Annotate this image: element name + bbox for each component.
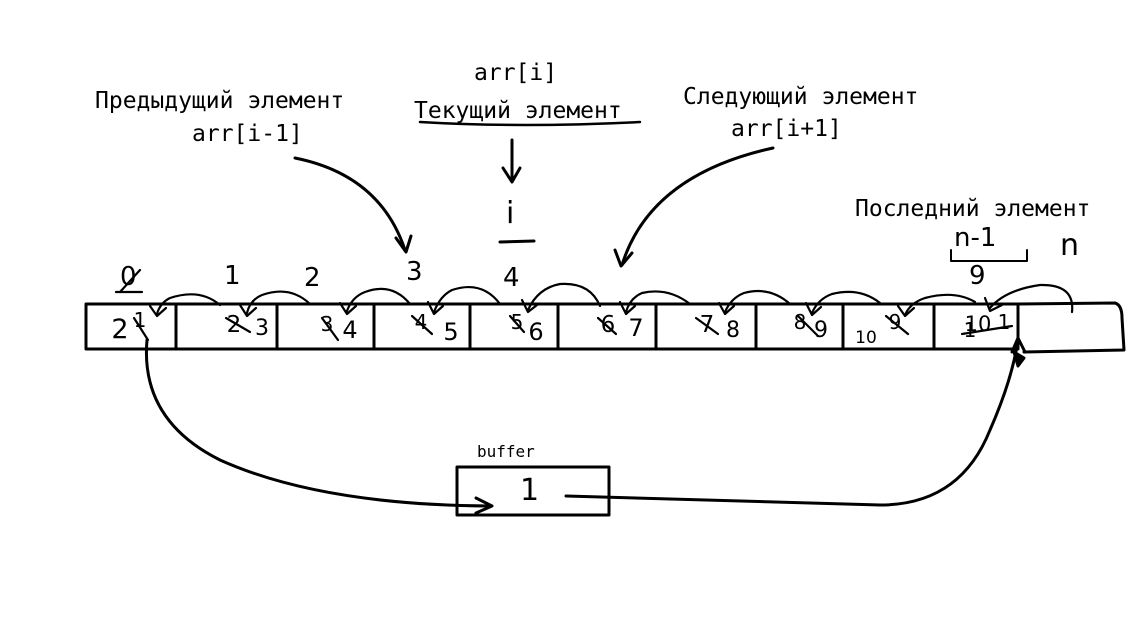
cell-old-value: 9 <box>888 310 902 334</box>
cell-new-value: 1 <box>963 318 977 342</box>
cell-new-value: 6 <box>528 318 544 346</box>
array-index: 1 <box>224 261 241 291</box>
array-index: 2 <box>304 263 321 293</box>
cell-new-value: 4 <box>342 316 358 344</box>
array-index: 0 <box>120 262 137 292</box>
cell-old-value: 1 <box>997 310 1011 334</box>
current-element-expr: arr[i] <box>474 60 558 86</box>
cell-new-value: 5 <box>443 318 459 346</box>
next-element-expr: arr[i+1] <box>731 116 842 142</box>
cell-old-value: 10 <box>964 312 992 336</box>
current-index-label: i <box>506 196 515 231</box>
from-buffer-arrow <box>564 338 1020 507</box>
cell-old-value: 5 <box>510 310 524 334</box>
last-bracket <box>950 249 1028 262</box>
last-element-title: Последний элемент <box>855 196 1091 222</box>
extra-cell-outline <box>1016 301 1126 354</box>
array-size-label: n <box>1060 228 1080 263</box>
last-index-label: n-1 <box>954 223 997 253</box>
cell-old-value: 4 <box>414 310 428 334</box>
to-buffer-arrow <box>144 338 492 508</box>
array-index: 9 <box>969 261 986 291</box>
cell-new-value: 10 <box>855 328 877 348</box>
buffer-value: 1 <box>520 473 540 508</box>
current-element-title: Текущий элемент <box>414 98 622 124</box>
buffer-label: buffer <box>477 442 535 461</box>
array-frame <box>84 302 1020 351</box>
array-index: 3 <box>406 257 423 287</box>
index-underline <box>498 239 536 244</box>
cell-new-value: 9 <box>814 318 828 343</box>
array-index: 4 <box>503 263 520 293</box>
next-element-title: Следующий элемент <box>683 84 919 110</box>
cell-old-value: 6 <box>600 312 616 338</box>
prev-element-title: Предыдущий элемент <box>95 88 345 114</box>
cell-old-value: 2 <box>226 312 242 338</box>
cell-old-value: 7 <box>699 312 715 338</box>
cell-new-value: 7 <box>628 314 644 342</box>
cell-new-value: 3 <box>255 316 269 341</box>
next-arrow <box>620 146 775 267</box>
current-underline <box>418 120 642 127</box>
crossouts <box>114 268 1014 342</box>
buffer-box <box>455 465 611 517</box>
cell-old-value: 1 <box>133 308 147 332</box>
cell-new-value: 8 <box>726 318 740 343</box>
prev-arrow <box>293 156 407 252</box>
cell-old-value: 3 <box>320 312 334 336</box>
cell-old-value: 8 <box>793 310 807 334</box>
shift-arrows <box>148 282 1074 318</box>
prev-element-expr: arr[i-1] <box>192 121 303 147</box>
cell-new-value: 2 <box>111 314 129 345</box>
